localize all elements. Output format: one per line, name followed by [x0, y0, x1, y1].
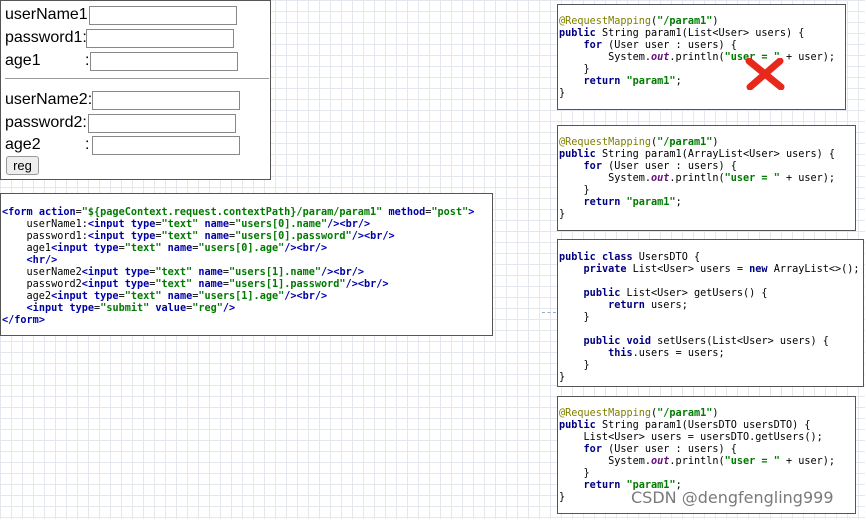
form-row-username1: userName1: — [5, 4, 92, 26]
watermark: CSDN @dengfengling999 — [631, 488, 834, 507]
age2-input[interactable] — [92, 136, 240, 155]
form-row-username2: userName2: — [5, 89, 92, 111]
code-panel-arraylist-param: @RequestMapping("/param1") public String… — [557, 125, 856, 231]
username1-input[interactable] — [89, 6, 237, 25]
form-label: userName1: — [5, 6, 93, 23]
form-label: password1: — [5, 29, 87, 46]
form-row-age2: age2 : — [5, 134, 90, 156]
age1-input[interactable] — [90, 52, 238, 71]
form-label: userName2: — [5, 91, 93, 108]
code-block-usersdto: public class UsersDTO { private List<Use… — [559, 252, 860, 383]
code-panel-dto-param: @RequestMapping("/param1") public String… — [557, 396, 856, 514]
code-block-dto-param: @RequestMapping("/param1") public String… — [559, 408, 836, 503]
form-label: age1 : — [5, 52, 90, 69]
cross-icon — [745, 58, 785, 90]
code-block-list: @RequestMapping("/param1") public String… — [559, 16, 836, 99]
form-label: age2 : — [5, 136, 90, 153]
reg-button[interactable]: reg — [6, 156, 39, 175]
code-panel-list-param: @RequestMapping("/param1") public String… — [557, 4, 846, 110]
password2-input[interactable] — [88, 114, 236, 133]
code-block-arraylist: @RequestMapping("/param1") public String… — [559, 137, 836, 220]
html-code-panel: <form action="${pageContext.request.cont… — [0, 193, 493, 336]
form-row-password2: password2: — [5, 112, 87, 134]
form-row-password1: password1: — [5, 27, 87, 49]
username2-input[interactable] — [92, 91, 240, 110]
connector-line — [542, 312, 556, 313]
form-divider — [5, 78, 269, 79]
password1-input[interactable] — [86, 29, 234, 48]
form-label: password2: — [5, 114, 87, 131]
html-code-block: <form action="${pageContext.request.cont… — [2, 207, 475, 326]
form-row-age1: age1 : — [5, 50, 90, 72]
code-panel-usersdto-class: public class UsersDTO { private List<Use… — [557, 239, 864, 387]
rendered-form-panel: userName1: password1: age1 : userName2: … — [0, 0, 271, 180]
